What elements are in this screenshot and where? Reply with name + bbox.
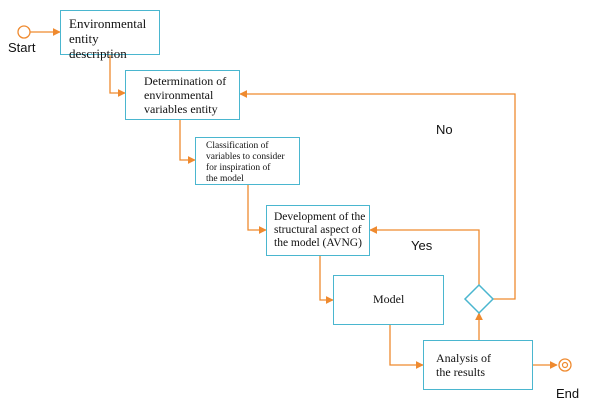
decision-yes-label: Yes (411, 238, 433, 253)
arrow-model-to-analysis (389, 325, 424, 369)
development-text: Development of the structural aspect of … (274, 211, 366, 250)
determination-box: Determination of environmental variables… (125, 70, 240, 120)
analysis-text: Analysis of the results (436, 351, 491, 379)
end-node-inner (561, 361, 569, 369)
start-node (17, 25, 31, 39)
decision-no-label: No (436, 122, 453, 137)
classification-text: Classification of variables to consider … (206, 141, 285, 184)
arrow-description-to-determination (109, 55, 126, 97)
model-box: Model (333, 275, 444, 325)
determination-text: Determination of environmental variables… (144, 74, 227, 116)
development-box: Development of the structural aspect of … (266, 205, 370, 256)
arrow-determination-to-classification (179, 120, 196, 164)
arrow-development-to-model (319, 256, 334, 304)
start-label: Start (8, 40, 36, 55)
end-label: End (556, 386, 580, 401)
arrow-decision-no (239, 90, 516, 300)
model-text: Model (373, 292, 405, 306)
arrow-classification-to-development (247, 185, 267, 234)
analysis-box: Analysis of the results (423, 340, 533, 390)
decision-diamond (463, 283, 495, 315)
arrow-decision-yes (369, 226, 480, 285)
classification-box: Classification of variables to consider … (195, 137, 300, 185)
entity-description-text: Environmental entity description (69, 16, 147, 61)
entity-description-box: Environmental entity description (60, 10, 160, 61)
